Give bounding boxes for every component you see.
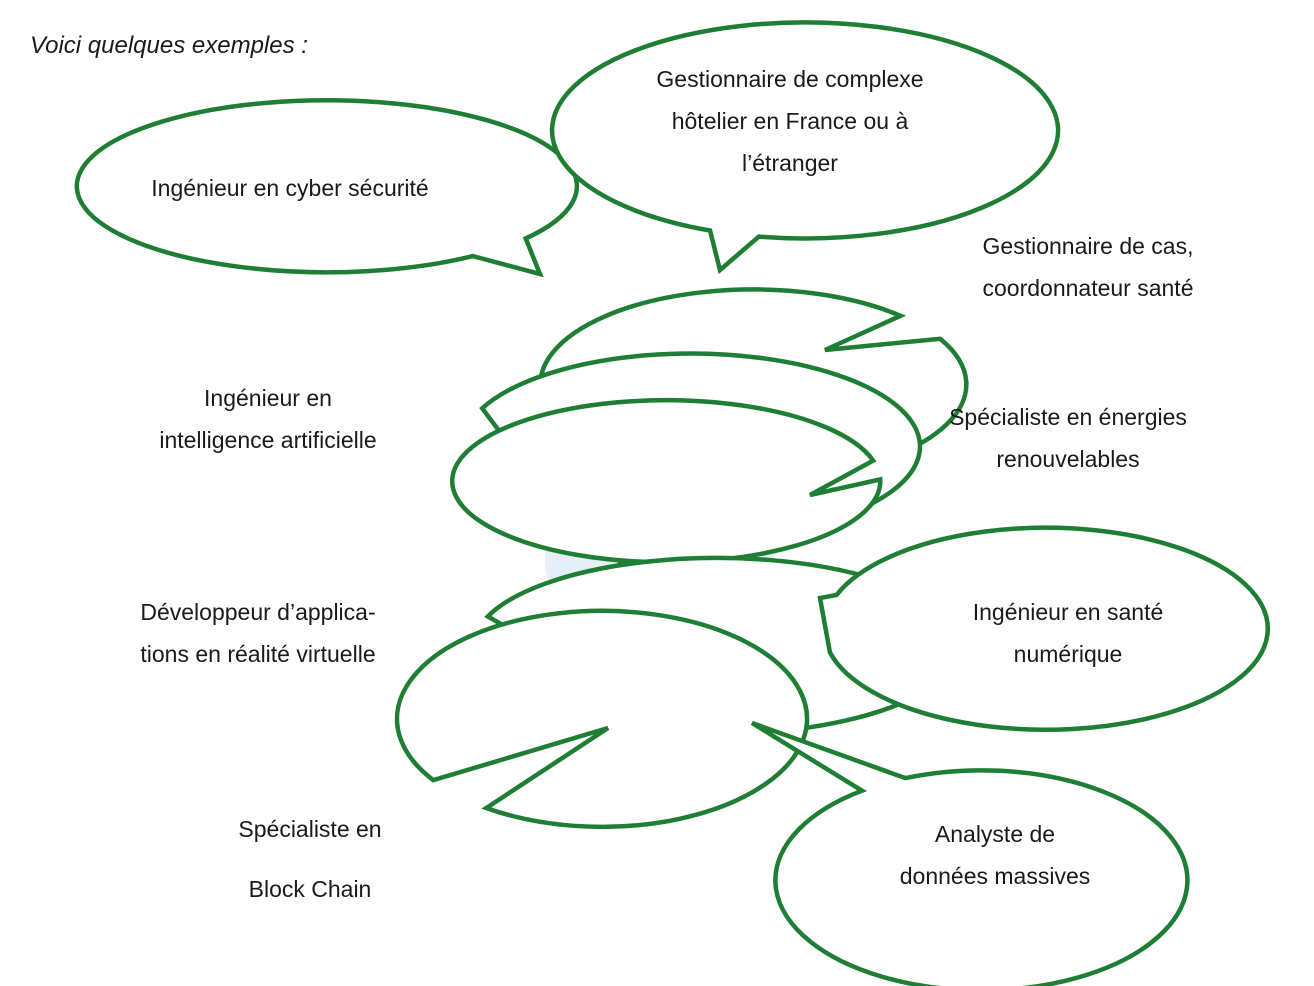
bubble-label-vr: Développeur d’applica- tions en réalité … [68,590,448,676]
label-line: données massives [899,863,1091,889]
label-line: renouvelables [996,446,1140,472]
label-line: Gestionnaire de cas, [982,233,1194,259]
speech-bubble-hotel [549,20,1061,275]
label-line: Gestionnaire de complexe [656,66,924,92]
label-line: Ingénieur en santé [972,599,1164,625]
label-line: Développeur d’applica- [140,599,376,625]
bubble-label-sante: Ingénieur en santé numérique [898,590,1238,676]
label-line: intelligence artificielle [159,427,377,453]
speech-bubble-sante [817,525,1270,732]
bubble-label-ia: Ingénieur en intelligence artificielle [98,376,438,462]
label-line: Spécialiste en [238,816,382,842]
label-line: Spécialiste en énergies [949,404,1187,430]
label-line: Ingénieur en [204,385,332,411]
intro-text: Voici quelques exemples : [30,32,308,59]
bubble-label-cas: Gestionnaire de cas, coordonnateur santé [918,222,1258,312]
bubble-label-donnees: Analyste de données massives [845,812,1145,898]
label-line: coordonnateur santé [982,275,1194,301]
speech-bubble-blockchain [394,608,810,830]
label-line: tions en réalité virtuelle [140,641,376,667]
bubble-label-energies: Spécialiste en énergies renouvelables [898,395,1238,481]
speech-bubble-energies [450,397,883,565]
label-line: Analyste de [934,821,1056,847]
bubble-label-cyber: Ingénieur en cyber sécurité [100,160,480,216]
label-line: numérique [1013,641,1123,667]
bubble-label-hotel: Gestionnaire de complexe hôtelier en Fra… [580,55,1000,187]
label-line: l’étranger [742,150,838,176]
speech-bubble-donnees [750,720,1190,986]
label-line: Block Chain [248,876,372,902]
bubble-label-blockchain: Spécialiste en Block Chain [160,800,460,918]
label-line: hôtelier en France ou à [671,108,909,134]
label-line: Ingénieur en cyber sécurité [151,175,429,201]
